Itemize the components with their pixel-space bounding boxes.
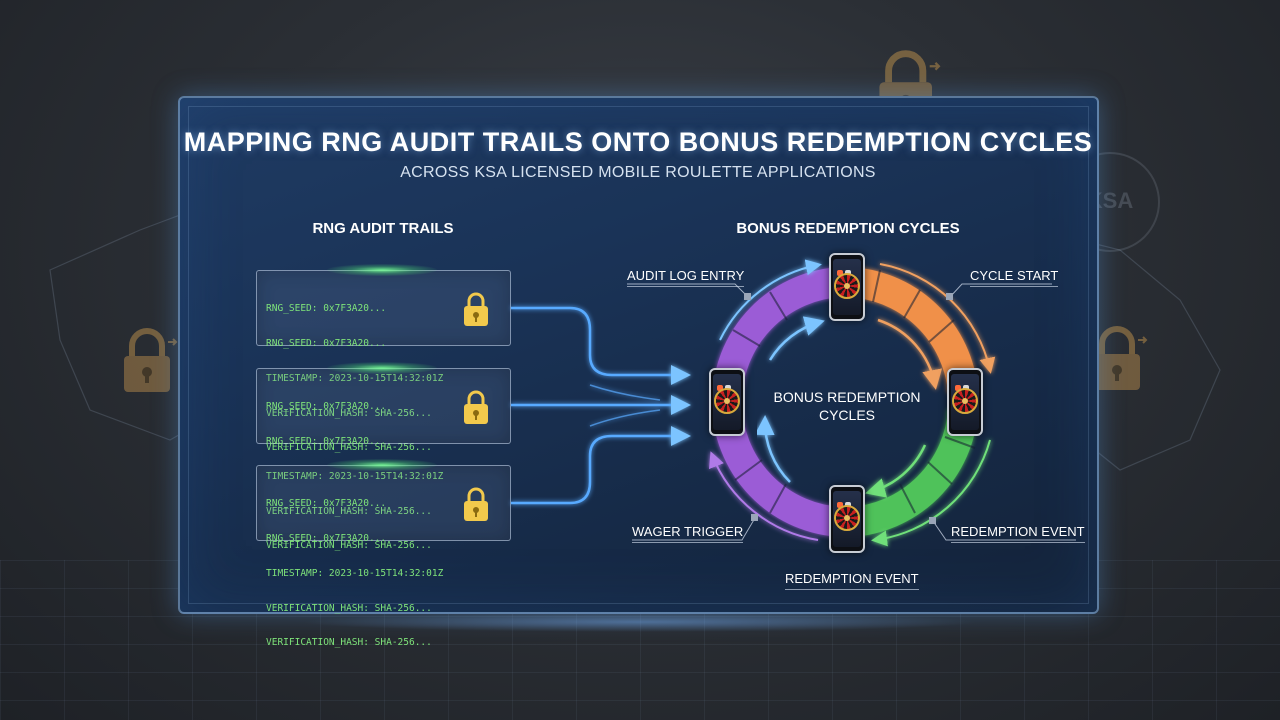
log-lines: RNG_SEED: 0x7F3A20... RNG_SEED: 0x7F3A20… bbox=[266, 401, 444, 552]
page-subtitle: ACROSS KSA LICENSED MOBILE ROULETTE APPL… bbox=[400, 164, 876, 181]
mobile-roulette-icon bbox=[709, 368, 745, 436]
rng-audit-trails-heading: RNG AUDIT TRAILS bbox=[312, 220, 454, 237]
padlock-icon bbox=[464, 487, 488, 521]
audit-log-card: RNG_SEED: 0x7F3A20... RNG_SEED: 0x7F3A20… bbox=[256, 459, 511, 648]
log-lines: RNG_SEED: 0x7F3A20... RNG_SEED: 0x7F3A20… bbox=[266, 303, 444, 454]
callout-redemption-event-bottom: REDEMPTION EVENT bbox=[785, 571, 919, 590]
background-lock-icon-left bbox=[124, 328, 178, 392]
callout-wager-trigger: WAGER TRIGGER bbox=[632, 524, 744, 543]
connector-line-1 bbox=[511, 306, 691, 385]
callout-cycle-start: CYCLE START bbox=[970, 268, 1059, 287]
padlock-icon bbox=[464, 292, 488, 326]
mobile-roulette-icon bbox=[947, 368, 983, 436]
cycle-center-label: BONUS REDEMPTION CYCLES bbox=[773, 389, 921, 423]
log-lines: RNG_SEED: 0x7F3A20... RNG_SEED: 0x7F3A20… bbox=[266, 498, 444, 649]
connector-line-3 bbox=[511, 426, 691, 505]
callout-audit-log-entry: AUDIT LOG ENTRY bbox=[627, 268, 745, 287]
mobile-roulette-icon bbox=[829, 485, 865, 553]
ring-dividers bbox=[732, 269, 976, 514]
bonus-cycles-heading: BONUS REDEMPTION CYCLES bbox=[736, 220, 960, 237]
callout-leaders bbox=[627, 283, 1076, 541]
callout-redemption-event-right: REDEMPTION EVENT bbox=[951, 524, 1085, 543]
mobile-roulette-icon bbox=[829, 253, 865, 321]
connector-lines bbox=[511, 306, 691, 505]
audit-log-card: RNG_SEED: 0x7F3A20... RNG_SEED: 0x7F3A20… bbox=[256, 362, 511, 551]
padlock-icon bbox=[464, 390, 488, 424]
audit-log-card: RNG_SEED: 0x7F3A20... RNG_SEED: 0x7F3A20… bbox=[256, 264, 511, 453]
page-title: MAPPING RNG AUDIT TRAILS ONTO BONUS REDE… bbox=[183, 127, 1093, 157]
background-lock-icon-right bbox=[1094, 326, 1148, 390]
callout-markers bbox=[744, 293, 953, 524]
panel-base-glow bbox=[300, 612, 980, 632]
